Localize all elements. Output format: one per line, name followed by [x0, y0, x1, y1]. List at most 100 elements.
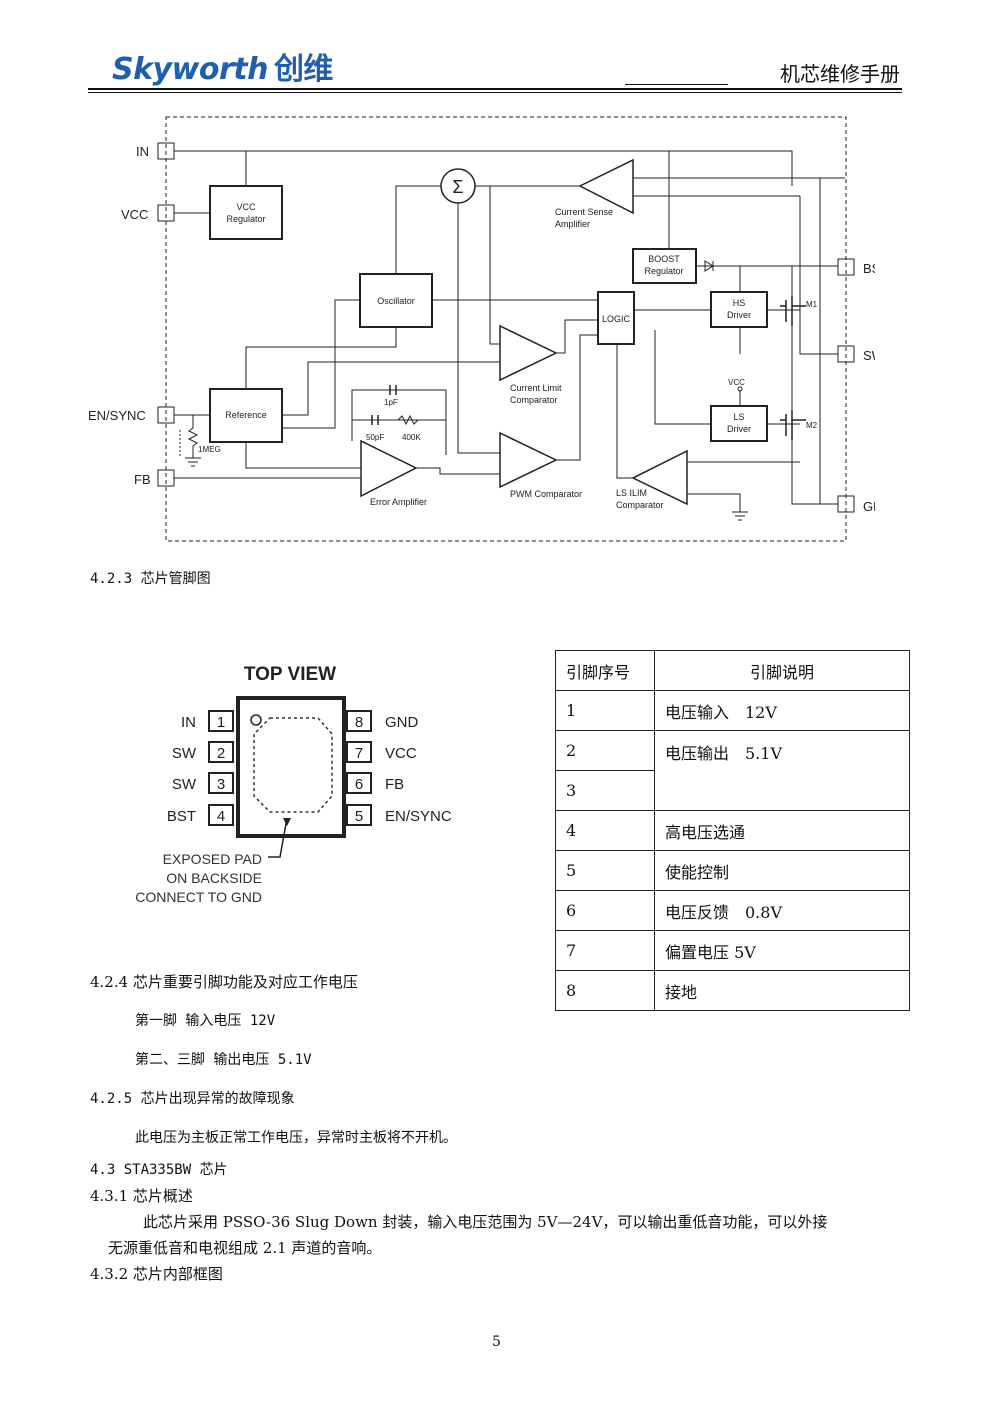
res-1meg-label: 1MEG	[198, 445, 221, 454]
pin-name-3: SW	[172, 776, 197, 793]
brand-name-cn: 创维	[273, 52, 334, 87]
table-cell-num: 5	[555, 850, 655, 891]
table-cell-num: 7	[555, 930, 655, 971]
oscillator-label: Oscillator	[377, 296, 415, 306]
section-423-title: 4.2.3 芯片管脚图	[90, 571, 211, 587]
pin-name-2: SW	[172, 745, 197, 762]
pin-num-2: 2	[217, 745, 225, 762]
pin-num-3: 3	[217, 776, 225, 793]
pin-name-1: IN	[181, 714, 196, 731]
mosfet-m2	[780, 410, 806, 440]
block-diagram: IN VCC EN/SYNC FB BST SW GND VCC Regulat…	[88, 116, 875, 542]
ls-driver-label-2: Driver	[727, 424, 751, 434]
pin-name-5: EN/SYNC	[385, 808, 452, 825]
cap-50pf-label: 50pF	[366, 433, 384, 442]
logic-label: LOGIC	[602, 314, 631, 324]
current-sense-amplifier	[578, 158, 634, 215]
pin-num-5: 5	[355, 808, 363, 825]
pin-label-en-sync: EN/SYNC	[88, 408, 146, 423]
section-43-title: 4.3 STA335BW 芯片	[90, 1162, 228, 1178]
pinout-diagram: TOP VIEW IN SW SW BST 1 2 3 4 8 7 6 5 GN…	[135, 664, 452, 905]
pin-label-vcc: VCC	[121, 207, 148, 222]
pin-num-7: 7	[355, 745, 363, 762]
pin-label-sw: SW	[863, 348, 875, 363]
table-cell-desc: 偏置电压 5V	[654, 930, 910, 971]
m2-label: M2	[806, 421, 818, 430]
ls-ilim-comparator	[631, 449, 688, 506]
section-432-title: 4.3.2 芯片内部框图	[90, 1265, 223, 1283]
exposed-pad-outline	[253, 717, 333, 813]
table-cell-desc: 电压输出 5.1V	[654, 730, 910, 811]
top-view-title: TOP VIEW	[244, 664, 336, 685]
pin-name-4: BST	[167, 808, 196, 825]
header-title-underline	[625, 84, 728, 85]
hs-driver-label-1: HS	[733, 298, 746, 308]
vcc-regulator-block	[209, 185, 283, 240]
m1-label: M1	[806, 300, 818, 309]
current-limit-label-1: Current Limit	[510, 383, 562, 393]
logic-block	[597, 291, 635, 345]
section-424-title: 4.2.4 芯片重要引脚功能及对应工作电压	[90, 973, 358, 991]
error-amp-label: Error Amplifier	[370, 497, 427, 507]
vcc-node-label: VCC	[728, 378, 745, 387]
current-limit-label-2: Comparator	[510, 395, 558, 405]
table-row: 7 偏置电压 5V	[555, 930, 910, 971]
current-sense-label-2: Amplifier	[555, 219, 590, 229]
pin1-marker	[250, 714, 262, 726]
vcc-regulator-label-2: Regulator	[226, 214, 265, 224]
pad-note-2: ON BACKSIDE	[166, 870, 262, 886]
table-cell-num: 6	[555, 890, 655, 931]
ground-symbol-en	[185, 457, 201, 467]
brand-name-en: Skyworth	[112, 52, 268, 87]
vcc-regulator-label-1: VCC	[236, 202, 256, 212]
page-number: 5	[492, 1334, 501, 1350]
table-cell-num: 4	[555, 810, 655, 851]
header-rule	[88, 88, 902, 90]
reference-label: Reference	[225, 410, 267, 420]
section-425-text: 此电压为主板正常工作电压，异常时主板将不开机。	[135, 1130, 457, 1146]
table-cell-num: 8	[555, 970, 655, 1011]
pin-bst-box	[837, 258, 855, 276]
section-431-line2: 无源重低音和电视组成 2.1 声道的音响。	[108, 1239, 382, 1257]
chip-boundary	[165, 116, 847, 542]
ls-ilim-label-2: Comparator	[616, 500, 664, 510]
pwm-comp-label: PWM Comparator	[510, 489, 582, 499]
pin-num-4: 4	[217, 808, 225, 825]
header-rule-thin	[88, 92, 902, 93]
boost-label-1: BOOST	[648, 254, 680, 264]
resistor-1meg	[187, 415, 199, 458]
table-cell-desc: 电压输入 12V	[654, 690, 910, 731]
pwm-comparator	[499, 431, 558, 489]
current-limit-comparator	[499, 324, 558, 382]
ls-ilim-label-1: LS ILIM	[616, 488, 647, 498]
capacitor-1pf	[389, 385, 397, 395]
doc-title: 机芯维修手册	[780, 62, 900, 86]
pin-table: 引脚序号 引脚说明 1 电压输入 12V 2 电压输出 5.1V 3 4 高电压…	[555, 650, 910, 1011]
table-row: 5 使能控制	[555, 850, 910, 891]
pin-label-fb: FB	[134, 472, 151, 487]
pad-note-1: EXPOSED PAD	[163, 851, 262, 867]
table-row: 6 电压反馈 0.8V	[555, 890, 910, 931]
table-row: 2 电压输出 5.1V	[555, 730, 910, 811]
boost-label-2: Regulator	[644, 266, 683, 276]
pin-name-6: FB	[385, 776, 404, 793]
table-cell-num: 2	[555, 730, 655, 771]
pin-label-in: IN	[136, 144, 149, 159]
section-424-line1: 第一脚 输入电压 12V	[135, 1013, 276, 1029]
res-400k-label: 400K	[402, 433, 421, 442]
pin-name-7: VCC	[385, 745, 417, 762]
table-cell-desc: 高电压选通	[654, 810, 910, 851]
pin-label-bst: BST	[863, 261, 875, 276]
error-amplifier	[360, 439, 418, 498]
section-424-line2: 第二、三脚 输出电压 5.1V	[135, 1052, 312, 1068]
cap-1pf-label: 1pF	[384, 398, 398, 407]
pin-label-gnd: GND	[863, 499, 875, 514]
resistor-400k	[397, 414, 419, 426]
table-cell-desc: 接地	[654, 970, 910, 1011]
chip-package	[236, 696, 346, 838]
capacitor-50pf	[371, 415, 379, 425]
table-cell-desc: 电压反馈 0.8V	[654, 890, 910, 931]
section-431-line1: 此芯片采用 PSSO-36 Slug Down 封装，输入电压范围为 5V—24…	[143, 1213, 828, 1231]
ground-symbol-gnd	[732, 511, 748, 521]
